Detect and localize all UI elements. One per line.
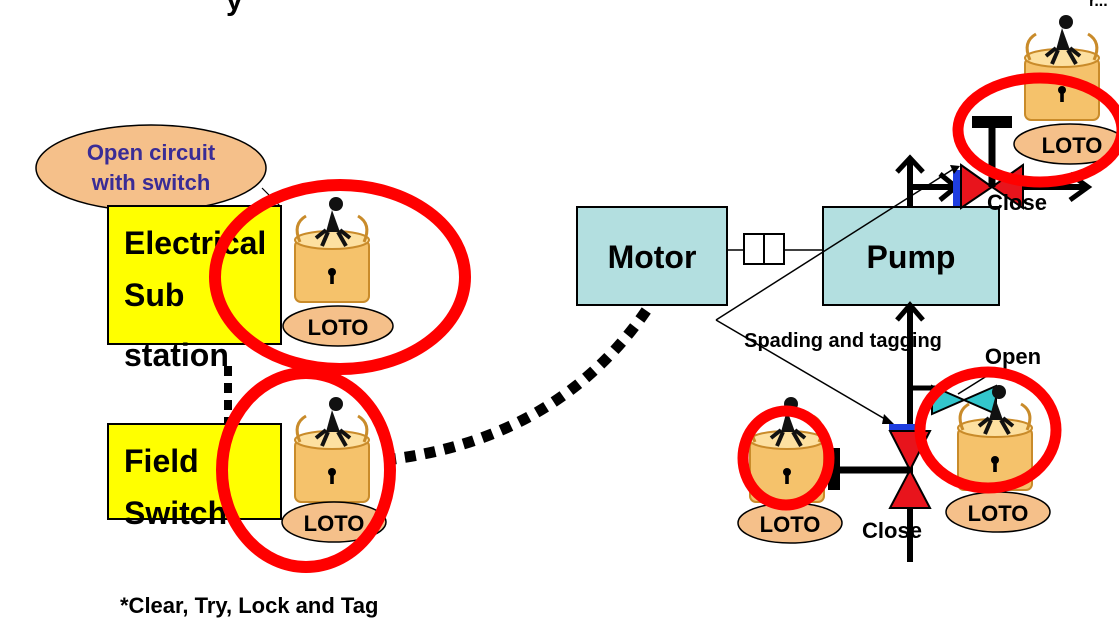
open-label: Open (985, 344, 1041, 369)
close-label-bottom: Close (862, 518, 922, 543)
loto-label-field-switch: LOTO (304, 511, 365, 536)
corner-fragment: r... (1089, 0, 1108, 10)
sub-station-line3: station (124, 337, 229, 373)
callout-open-circuit (35, 124, 267, 212)
field-switch-line2: Switch (124, 495, 227, 531)
loto-label-substation: LOTO (308, 315, 369, 340)
electrical-sub-station-box (107, 205, 282, 345)
title-fragment: y (226, 0, 243, 17)
loto-label-top-valve: LOTO (1042, 133, 1103, 158)
loto-tag-field-switch (281, 501, 387, 543)
loto-label-bottom-right: LOTO (968, 501, 1029, 526)
footnote: *Clear, Try, Lock and Tag (120, 593, 378, 618)
valve-icon (828, 424, 932, 509)
padlock-icon (295, 197, 369, 302)
loto-label-bottom-left: LOTO (760, 512, 821, 537)
close-label-top: Close (987, 190, 1047, 215)
callout-line2: with switch (91, 170, 211, 195)
callout-line1: Open circuit (87, 140, 216, 165)
lock-ring-substation (209, 179, 471, 375)
lock-ring-field-switch (216, 367, 396, 573)
cable-switch-to-motor (384, 301, 655, 466)
padlock-icon (1025, 15, 1099, 120)
pump-label: Pump (867, 239, 956, 275)
motor-label: Motor (608, 239, 697, 275)
lock-ring-bottom-left (737, 405, 835, 511)
field-switch-box (107, 423, 282, 520)
padlock-icon (295, 397, 369, 502)
loto-tag-substation (282, 305, 394, 347)
spading-label: Spading and tagging (744, 330, 942, 352)
motor-box (576, 206, 728, 306)
sub-station-line1: Electrical (124, 225, 266, 261)
lock-ring-bottom-right (914, 366, 1062, 494)
field-switch-line1: Field (124, 443, 199, 479)
lock-ring-top-valve (952, 72, 1119, 188)
sub-station-line2: Sub (124, 277, 184, 313)
loto-tag-top-valve (1013, 123, 1119, 165)
